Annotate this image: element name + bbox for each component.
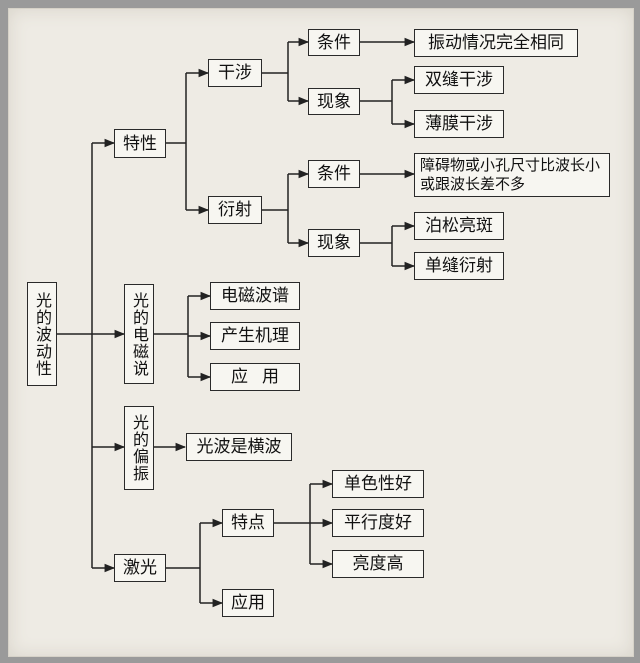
node-collimation: 平行度好 [332,509,424,537]
node-transverse-wave: 光波是横波 [186,433,292,461]
node-monochromaticity: 单色性好 [332,470,424,498]
node-root: 光的波动性 [27,282,57,386]
node-laser-features: 特点 [222,509,274,537]
node-thin-film-interference: 薄膜干涉 [414,110,504,138]
node-diffraction-condition-detail: 障碍物或小孔尺寸比波长小或跟波长差不多 [414,153,610,197]
paper-background [8,8,634,657]
node-em-mechanism: 产生机理 [210,322,300,350]
node-interference-condition: 条件 [308,29,360,56]
node-single-slit-diffraction: 单缝衍射 [414,252,504,280]
node-double-slit-interference: 双缝干涉 [414,66,504,94]
node-em-application: 应用 [210,363,300,391]
node-interference-phenomenon: 现象 [308,88,360,115]
node-high-brightness: 亮度高 [332,550,424,578]
node-interference: 干涉 [208,59,262,87]
node-laser-application: 应用 [222,589,274,617]
node-characteristics: 特性 [114,129,166,158]
node-interference-condition-detail: 振动情况完全相同 [414,29,578,57]
node-poisson-spot: 泊松亮斑 [414,212,504,240]
node-em-spectrum: 电磁波谱 [210,282,300,310]
node-electromagnetic-theory: 光的电磁说 [124,284,154,384]
node-diffraction-condition: 条件 [308,160,360,188]
node-diffraction-phenomenon: 现象 [308,229,360,257]
node-polarization: 光的偏振 [124,406,154,490]
node-diffraction: 衍射 [208,196,262,224]
node-laser: 激光 [114,554,166,582]
